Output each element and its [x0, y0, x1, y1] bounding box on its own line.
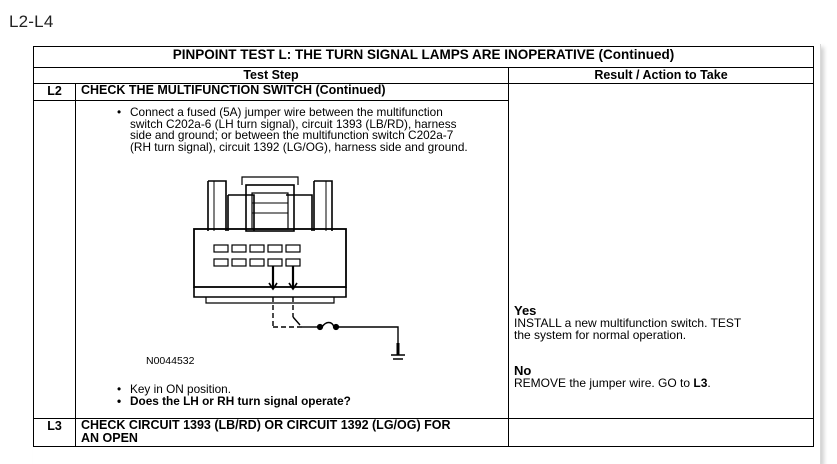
- bullet-key-on: • Key in ON position.: [114, 382, 534, 396]
- goto-l3-link[interactable]: L3: [693, 376, 708, 390]
- no-label: No: [514, 363, 532, 378]
- no-action-tail: .: [707, 376, 711, 390]
- instruction-line-3: side and ground; or between the multifun…: [130, 128, 454, 142]
- result-no: No REMOVE the jumper wire. GO to L3.: [514, 363, 711, 389]
- table-title: PINPOINT TEST L: THE TURN SIGNAL LAMPS A…: [33, 46, 814, 68]
- bullet-turn-signal-question: • Does the LH or RH turn signal operate?: [114, 393, 534, 408]
- connector-latch-graphic: [207, 176, 333, 232]
- turn-signal-question-text: Does the LH or RH turn signal operate?: [130, 393, 351, 408]
- key-on-text: Key in ON position.: [130, 382, 231, 396]
- header-test-step: Test Step: [33, 67, 509, 84]
- result-cell-l2: Yes INSTALL a new multifunction switch. …: [508, 83, 814, 419]
- bullet-connect-jumper-item: • Connect a fused (5A) jumper wire betwe…: [114, 105, 534, 154]
- step-body-l2: • Connect a fused (5A) jumper wire betwe…: [75, 100, 509, 419]
- yes-action-line-1: INSTALL a new multifunction switch. TEST: [514, 316, 742, 330]
- step-title-l3: CHECK CIRCUIT 1393 (LB/RD) OR CIRCUIT 13…: [75, 418, 509, 447]
- pinpoint-test-table: PINPOINT TEST L: THE TURN SIGNAL LAMPS A…: [33, 46, 814, 447]
- result-cell-l3: [508, 418, 814, 447]
- yes-action-line-2: the system for normal operation.: [514, 328, 687, 342]
- bullet-list-key-on: • Key in ON position. • Does the LH or R…: [114, 382, 534, 408]
- connector-diagram: [193, 176, 405, 360]
- connector-body-graphic: [193, 228, 347, 304]
- jumper-wire-graphic: [272, 297, 405, 360]
- bullet-dot: •: [117, 382, 122, 396]
- figure-id: N0044532: [146, 355, 195, 367]
- step-id-l3: L3: [33, 418, 76, 447]
- document-frame: [33, 44, 821, 464]
- step-id-l2: L2: [33, 83, 76, 101]
- yes-label: Yes: [514, 303, 537, 318]
- instruction-line-4: (RH turn signal), circuit 1392 (LG/OG), …: [130, 139, 468, 154]
- step-title-l3-line-1: CHECK CIRCUIT 1393 (LB/RD) OR CIRCUIT 13…: [81, 418, 451, 432]
- bullet-dot: •: [117, 105, 122, 119]
- header-result-action: Result / Action to Take: [508, 67, 814, 84]
- no-action: REMOVE the jumper wire. GO to L3.: [514, 377, 711, 389]
- step-title-l3-line-2: AN OPEN: [81, 431, 138, 445]
- bullet-connect-jumper: • Connect a fused (5A) jumper wire betwe…: [114, 105, 534, 154]
- step-title-l2: CHECK THE MULTIFUNCTION SWITCH (Continue…: [75, 83, 509, 101]
- bullet-dot: •: [117, 393, 122, 408]
- step-id-spacer: [33, 100, 76, 419]
- instruction-line-2: switch C202a-6 (LH turn signal), circuit…: [130, 116, 457, 131]
- result-yes: Yes INSTALL a new multifunction switch. …: [514, 303, 742, 342]
- instruction-line-1: Connect a fused (5A) jumper wire between…: [130, 105, 443, 119]
- no-action-text: REMOVE the jumper wire. GO to: [514, 376, 694, 390]
- page-label: L2-L4: [9, 12, 54, 31]
